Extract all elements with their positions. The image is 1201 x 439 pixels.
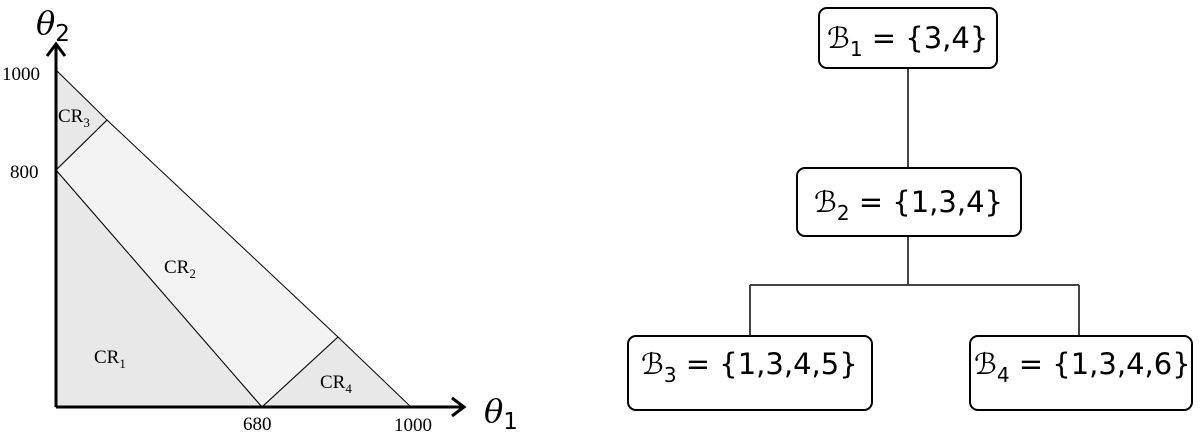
tree-node-b4-label: ℬ4 = {1,3,4,6} [974, 347, 1191, 387]
tree-node-b1: ℬ1 = {3,4} [818, 7, 998, 69]
tree-node-b1-label: ℬ1 = {3,4} [827, 21, 988, 61]
tree-node-b2: ℬ2 = {1,3,4} [796, 167, 1022, 237]
tick-label-y-800: 800 [10, 162, 39, 183]
tree-node-b3-label: ℬ3 = {1,3,4,5} [641, 347, 858, 387]
y-axis-arrowhead [45, 41, 67, 57]
tree-node-b3: ℬ3 = {1,3,4,5} [627, 335, 873, 411]
region-label-cr2: CR2 [164, 257, 196, 281]
y-axis-label: θ2 [36, 4, 70, 47]
tick-label-x-680: 680 [243, 414, 272, 435]
x-axis-arrowhead [451, 396, 467, 418]
tree-node-b2-label: ℬ2 = {1,3,4} [814, 185, 1003, 225]
region-label-cr1: CR1 [94, 347, 126, 371]
critical-region-plot: θ1 θ2 1000 800 680 1000 CR1 CR2 CR3 CR4 [2, 4, 518, 436]
region-label-cr4: CR4 [320, 372, 352, 396]
region-label-cr3: CR3 [58, 106, 90, 130]
basis-tree: ℬ1 = {3,4} ℬ2 = {1,3,4} ℬ3 = {1,3,4,5} ℬ… [627, 7, 1193, 411]
tree-node-b4: ℬ4 = {1,3,4,6} [969, 335, 1193, 411]
tick-label-x-1000: 1000 [394, 415, 432, 436]
tick-label-y-1000: 1000 [2, 64, 40, 85]
x-axis-label: θ1 [484, 392, 518, 435]
